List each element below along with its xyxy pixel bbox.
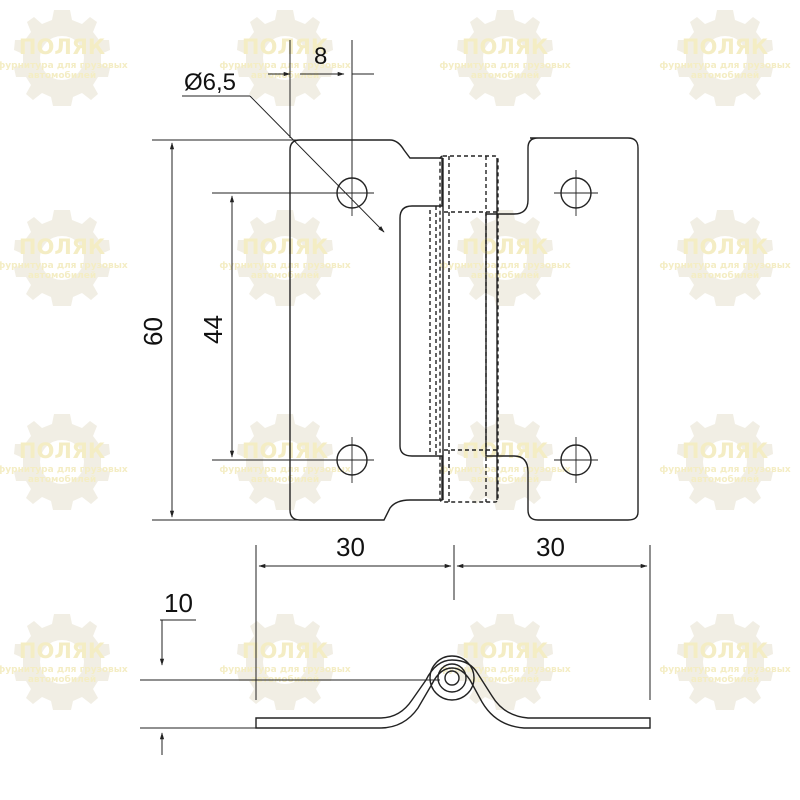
svg-text:фурнитура для грузовых: фурнитура для грузовых: [439, 465, 571, 475]
svg-text:ПОЛЯК: ПОЛЯК: [242, 35, 328, 59]
svg-text:автомобилей: автомобилей: [691, 70, 759, 81]
svg-text:ПОЛЯК: ПОЛЯК: [19, 639, 105, 663]
left-leaf-outline: [289, 139, 443, 521]
svg-text:фурнитура для грузовых: фурнитура для грузовых: [219, 665, 351, 675]
dim-top-offset: 8: [314, 43, 327, 70]
svg-text:ПОЛЯК: ПОЛЯК: [19, 439, 105, 463]
svg-text:фурнитура для грузовых: фурнитура для грузовых: [439, 261, 571, 271]
svg-text:автомобилей: автомобилей: [471, 70, 539, 81]
svg-text:ПОЛЯК: ПОЛЯК: [19, 235, 105, 259]
svg-text:автомобилей: автомобилей: [251, 270, 319, 281]
svg-text:фурнитура для грузовых: фурнитура для грузовых: [0, 261, 128, 271]
svg-text:автомобилей: автомобилей: [691, 270, 759, 281]
right-leaf-outline: [485, 137, 639, 521]
svg-text:фурнитура для грузовых: фурнитура для грузовых: [659, 61, 791, 71]
dim-total-height: 60: [138, 317, 168, 346]
svg-text:автомобилей: автомобилей: [251, 474, 319, 485]
svg-text:ПОЛЯК: ПОЛЯК: [462, 639, 548, 663]
svg-text:ПОЛЯК: ПОЛЯК: [242, 639, 328, 663]
svg-text:ПОЛЯК: ПОЛЯК: [682, 439, 768, 463]
svg-text:автомобилей: автомобилей: [471, 474, 539, 485]
svg-text:автомобилей: автомобилей: [251, 70, 319, 81]
svg-text:ПОЛЯК: ПОЛЯК: [462, 235, 548, 259]
dimension-labels: 8 Ø6,5 60 44 30 30 10: [138, 43, 565, 618]
svg-text:фурнитура для грузовых: фурнитура для грузовых: [219, 261, 351, 271]
svg-text:фурнитура для грузовых: фурнитура для грузовых: [0, 665, 128, 675]
svg-text:фурнитура для грузовых: фурнитура для грузовых: [439, 61, 571, 71]
svg-text:автомобилей: автомобилей: [28, 270, 96, 281]
svg-text:фурнитура для грузовых: фурнитура для грузовых: [439, 665, 571, 675]
svg-text:автомобилей: автомобилей: [471, 674, 539, 685]
svg-text:фурнитура для грузовых: фурнитура для грузовых: [659, 665, 791, 675]
hinge-front-view: [289, 137, 639, 521]
svg-text:фурнитура для грузовых: фурнитура для грузовых: [0, 61, 128, 71]
svg-text:фурнитура для грузовых: фурнитура для грузовых: [219, 61, 351, 71]
dim-hole-spacing: 44: [198, 315, 228, 344]
dim-left-width: 30: [336, 532, 365, 562]
dim-thickness: 10: [164, 588, 193, 618]
dimension-lines: [140, 40, 651, 755]
svg-text:автомобилей: автомобилей: [471, 270, 539, 281]
svg-text:автомобилей: автомобилей: [691, 674, 759, 685]
svg-text:ПОЛЯК: ПОЛЯК: [242, 439, 328, 463]
svg-text:ПОЛЯК: ПОЛЯК: [462, 35, 548, 59]
svg-text:ПОЛЯК: ПОЛЯК: [242, 235, 328, 259]
svg-text:автомобилей: автомобилей: [28, 474, 96, 485]
svg-text:автомобилей: автомобилей: [28, 674, 96, 685]
svg-text:ПОЛЯК: ПОЛЯК: [19, 35, 105, 59]
svg-text:фурнитура для грузовых: фурнитура для грузовых: [659, 465, 791, 475]
svg-text:ПОЛЯК: ПОЛЯК: [682, 35, 768, 59]
svg-text:автомобилей: автомобилей: [691, 474, 759, 485]
hinge-side-view: [255, 655, 651, 729]
svg-text:автомобилей: автомобилей: [28, 70, 96, 81]
svg-text:фурнитура для грузовых: фурнитура для грузовых: [0, 465, 128, 475]
dim-hole-diameter: Ø6,5: [184, 69, 236, 96]
svg-text:ПОЛЯК: ПОЛЯК: [682, 639, 768, 663]
svg-text:ПОЛЯК: ПОЛЯК: [462, 439, 548, 463]
svg-text:ПОЛЯК: ПОЛЯК: [682, 235, 768, 259]
svg-text:фурнитура для грузовых: фурнитура для грузовых: [659, 261, 791, 271]
svg-text:фурнитура для грузовых: фурнитура для грузовых: [219, 465, 351, 475]
dim-right-width: 30: [536, 532, 565, 562]
